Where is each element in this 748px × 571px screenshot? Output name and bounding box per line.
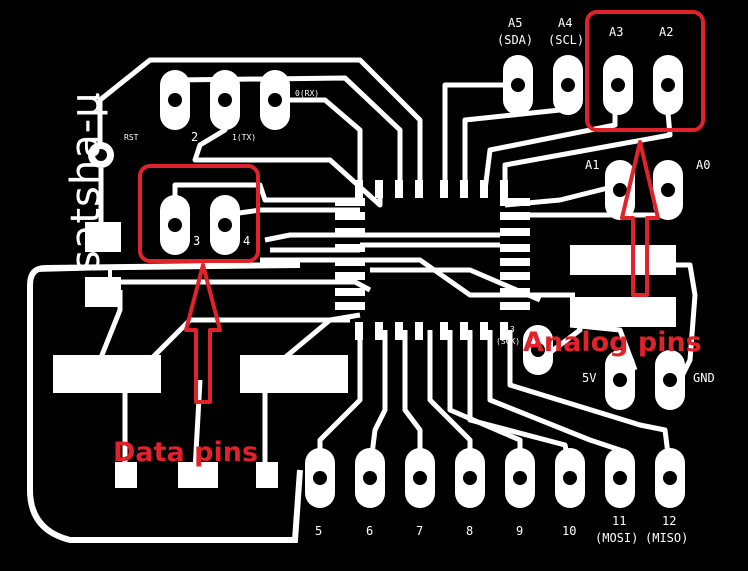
5v-label: 5V	[582, 371, 597, 385]
analog-pins-highlight-box	[585, 10, 705, 132]
analog-pins-callout: Analog pins	[523, 327, 702, 358]
data-pins-callout: Data pins	[113, 437, 259, 468]
d5-label: 5	[315, 524, 323, 538]
reset-pad-square	[85, 222, 121, 252]
pin3-label: 3	[193, 234, 201, 248]
ic-pads-bottom	[355, 322, 508, 340]
small-pad-2	[178, 462, 218, 488]
a0-label: A0	[696, 158, 711, 172]
data-pins-highlight-box	[138, 164, 260, 263]
d11-label: 11	[612, 514, 627, 528]
pin0rx-label: 0(RX)	[295, 89, 320, 98]
crystal-pad-right	[240, 355, 348, 393]
analog-pins-arrow	[620, 140, 660, 297]
small-pad-1	[115, 462, 137, 488]
a3-label: A3	[609, 25, 624, 39]
sck-number-label: 13	[505, 325, 515, 334]
ground-pour-outline	[27, 262, 303, 543]
d7-label: 7	[416, 524, 424, 538]
pin2-label: 2	[191, 130, 199, 144]
a4-label: A4	[558, 16, 573, 30]
d9-label: 9	[516, 524, 524, 538]
ic-pads-left	[335, 198, 365, 310]
small-pad-3	[256, 462, 278, 488]
crystal-pad-left	[53, 355, 161, 393]
cap-pad-top	[570, 245, 676, 275]
oval-pads	[160, 55, 685, 508]
a5-label: A5	[508, 16, 523, 30]
rst-label: RST	[124, 133, 139, 142]
ic-pads-top	[355, 180, 508, 198]
a1-label: A1	[585, 158, 600, 172]
a4-sub-label: (SCL)	[548, 33, 585, 47]
board-title: satsha-μ	[63, 91, 109, 271]
pin4-label: 4	[243, 234, 251, 248]
d10-label: 10	[562, 524, 577, 538]
pin1tx-label: 1(TX)	[232, 133, 257, 142]
cap-pad-bottom	[570, 297, 676, 327]
a5-sub-label: (SDA)	[497, 33, 534, 47]
d11-sub-label: (MOSI)	[595, 531, 639, 545]
d12-sub-label: (MISO)	[645, 531, 689, 545]
ic-pads-right	[500, 198, 530, 310]
sck-sub-label: (SCK)	[496, 337, 521, 346]
a2-label: A2	[659, 25, 674, 39]
d6-label: 6	[366, 524, 374, 538]
gnd-label: GND	[693, 371, 715, 385]
d12-label: 12	[662, 514, 677, 528]
d8-label: 8	[466, 524, 474, 538]
data-pins-arrow	[184, 263, 222, 404]
reset-pad-square-2	[85, 277, 121, 307]
